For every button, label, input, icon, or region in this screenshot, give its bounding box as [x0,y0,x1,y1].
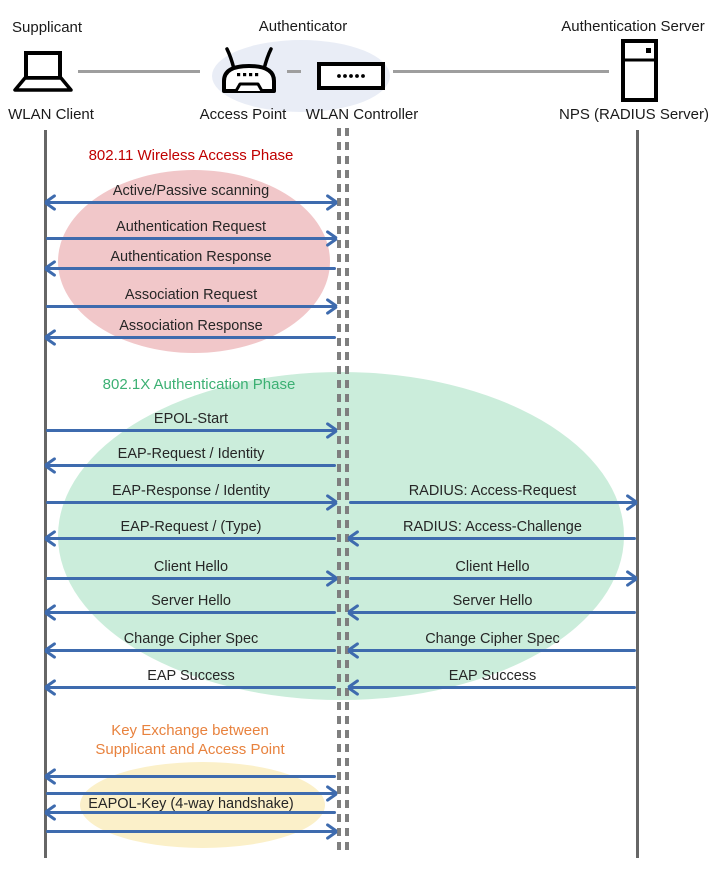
message-arrow-line [46,537,336,540]
message-arrow [349,686,636,689]
message-arrow [46,336,336,339]
message-label: Server Hello [452,593,533,609]
message-arrow [46,429,336,432]
device-label-nps-radius-server: NPS (RADIUS Server) [558,106,710,123]
message-label: Authentication Request [116,219,266,235]
message-arrow [46,537,336,540]
message-label: Client Hello [153,559,229,575]
message-arrow [46,464,336,467]
role-label-authentication-server: Authentication Server [561,18,705,35]
message-arrow [46,775,336,778]
message-label: EAP Success [448,668,537,684]
message-arrow-line [46,429,336,432]
message-arrow-line [46,611,336,614]
message-arrow [349,501,636,504]
message-arrow [46,501,336,504]
message-arrow-line [46,830,336,833]
message-label: Change Cipher Spec [425,631,560,647]
message-arrow [349,611,636,614]
message-label: Authentication Response [110,249,272,265]
message-label: EAP-Response / Identity [112,483,270,499]
message-label: Server Hello [151,593,231,609]
message-arrow [46,811,336,814]
lifeline-radius-server [636,130,639,858]
message-label: EAPOL-Key (4-way handshake) [88,796,294,812]
connector-line-left [78,70,200,73]
lifeline-wlan-client [44,130,47,858]
role-label-supplicant: Supplicant [12,19,83,36]
message-label: RADIUS: Access-Challenge [403,519,582,535]
message-arrow [46,305,336,308]
message-arrow-line [46,577,336,580]
laptop-icon [13,51,73,92]
access-point-icon [222,47,276,93]
message-arrow-line [46,336,336,339]
message-arrow [349,537,636,540]
wlan-controller-icon [317,62,385,90]
message-label: Change Cipher Spec [123,631,259,647]
message-arrow [46,792,336,795]
role-label-authenticator: Authenticator [258,18,348,35]
message-arrow-line [349,537,636,540]
message-arrow-line [46,811,336,814]
wireless-access-phase-title: 802.11 Wireless Access Phase [88,147,294,164]
message-label: EPOL-Start [153,411,229,427]
message-arrow-line [349,611,636,614]
message-label: Client Hello [455,559,530,575]
message-label: EAP-Request / (Type) [120,519,262,535]
message-arrow-line [46,305,336,308]
message-arrow-line [46,649,336,652]
message-arrow-line [46,501,336,504]
message-arrow [46,237,336,240]
message-arrow-line [349,686,636,689]
device-label-access-point: Access Point [199,106,287,123]
message-label: Association Response [119,318,263,334]
message-arrow-line [46,201,336,204]
message-arrow-line [349,501,636,504]
device-label-wlan-client: WLAN Client [8,106,94,123]
message-label: Association Request [124,287,258,303]
message-arrow [46,611,336,614]
wireless-access-phase-ellipse [58,170,330,353]
message-arrow-line [46,792,336,795]
device-label-wlan-controller: WLAN Controller [305,106,419,123]
message-arrow-line [46,775,336,778]
message-label: EAP Success [147,668,235,684]
message-arrow [46,830,336,833]
message-label: Active/Passive scanning [112,183,270,199]
message-label: RADIUS: Access-Request [408,483,577,499]
connector-line-right [393,70,609,73]
message-arrow [46,649,336,652]
message-arrow-line [46,686,336,689]
message-arrow-line [46,267,336,270]
message-arrow [46,686,336,689]
lifeline-authenticator-dashed-2 [345,128,349,856]
key-exchange-phase-title: Key Exchange between Supplicant and Acce… [95,722,285,758]
connector-dash-middle [287,70,301,73]
message-arrow [349,577,636,580]
server-icon [621,39,658,102]
message-arrow [349,649,636,652]
message-arrow-line [46,237,336,240]
message-arrow-line [46,464,336,467]
message-label: EAP-Request / Identity [117,446,265,462]
message-arrow [46,201,336,204]
dot1x-authentication-phase-ellipse [58,372,624,700]
message-arrow-line [349,649,636,652]
message-arrow-line [349,577,636,580]
message-arrow [46,577,336,580]
dot1x-authentication-phase-title: 802.1X Authentication Phase [102,376,296,393]
lifeline-authenticator-dashed-1 [337,128,341,856]
message-arrow [46,267,336,270]
